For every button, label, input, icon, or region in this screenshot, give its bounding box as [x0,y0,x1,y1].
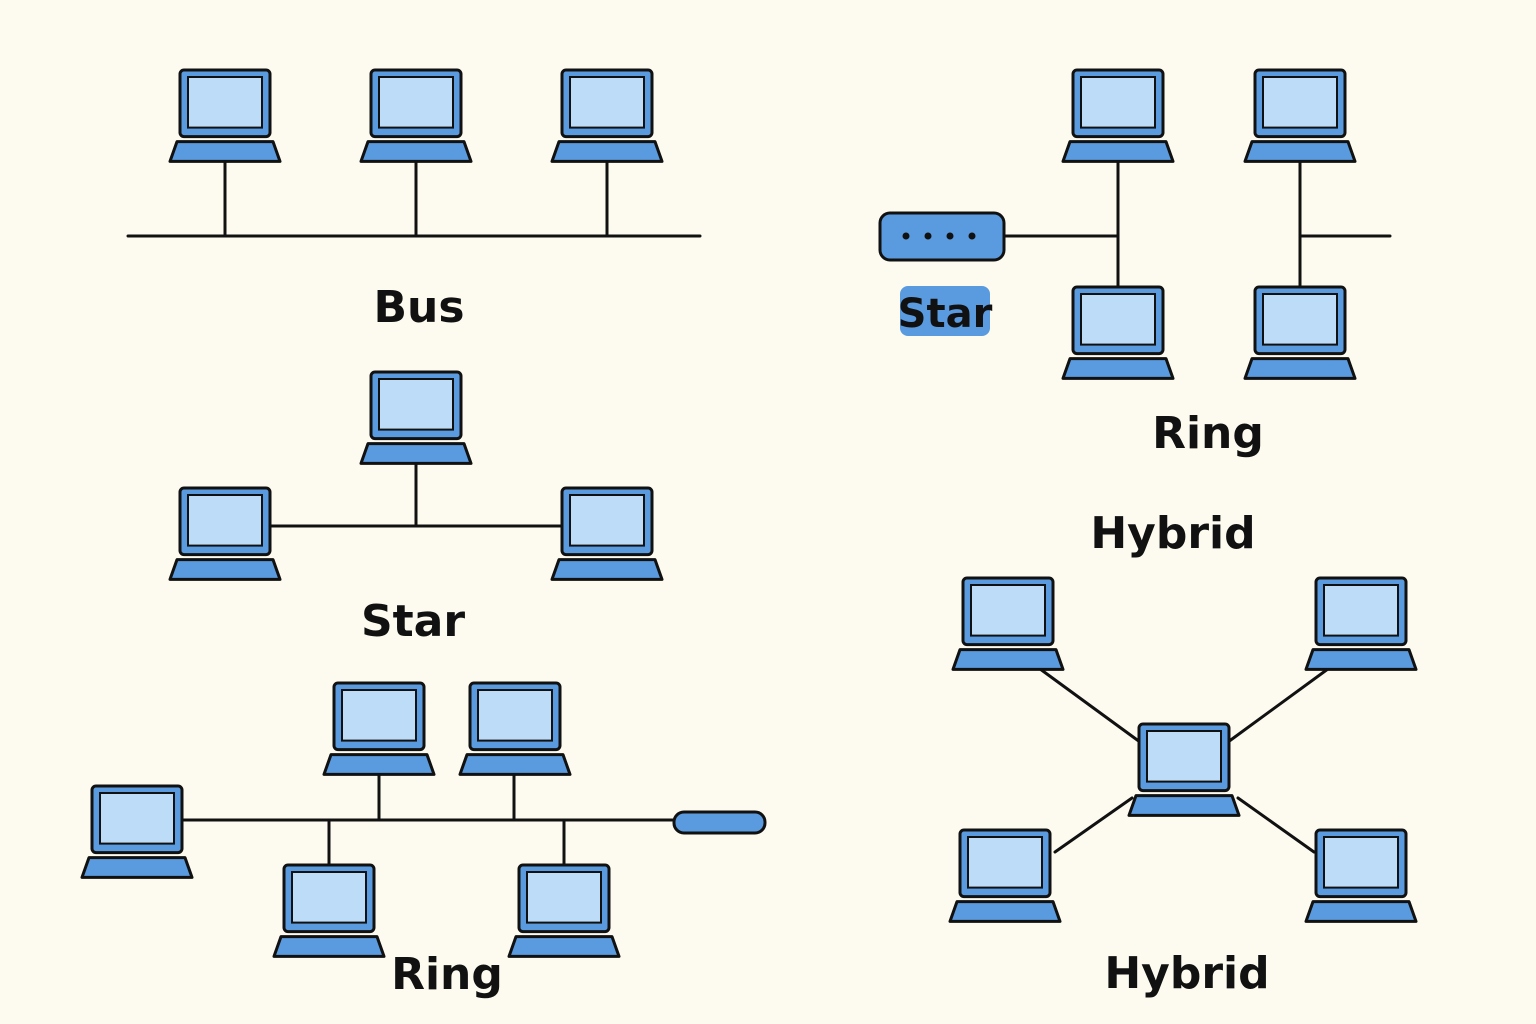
laptop-keyboard-base [1061,357,1175,380]
devices [80,68,1418,958]
laptop-icon [359,68,473,163]
laptop-icon [951,576,1065,671]
hybrid-label-top: Hybrid [1090,508,1255,559]
hybrid-label-bottom: Hybrid [1104,948,1269,999]
laptop-icon [550,486,664,581]
laptop-icon [359,370,473,465]
laptop-keyboard-base [272,935,386,958]
laptop-keyboard-base [168,140,282,163]
connection-lines [126,158,1392,867]
laptop-keyboard-base [1127,794,1241,817]
laptop-screen [1323,836,1399,889]
laptop-keyboard-base [458,753,572,776]
network-cable [1236,796,1316,854]
network-cable [1034,664,1142,744]
hub-port-led [902,232,910,240]
bus-label: Bus [373,282,464,333]
laptop-keyboard-base [948,900,1062,923]
laptop-icon [948,828,1062,923]
laptop-icon [1061,285,1175,380]
laptop-icon [168,486,282,581]
laptop-icon [1061,68,1175,163]
laptop-screen [1080,293,1156,346]
laptop-icon [168,68,282,163]
text-labels: Bus Star Ring Ring Hybrid Hybrid Star [361,282,1270,1000]
network-hub-icon [878,211,1006,262]
hub-port-led [946,232,954,240]
laptop-icon [272,863,386,958]
laptop-icon [1304,828,1418,923]
laptop-icon [322,681,436,776]
laptop-screen [187,76,263,129]
laptop-keyboard-base [1304,900,1418,923]
laptop-keyboard-base [359,442,473,465]
laptop-keyboard-base [951,648,1065,671]
laptop-keyboard-base [359,140,473,163]
star-label: Star [361,596,465,647]
ring-label-top: Ring [1152,408,1264,459]
laptop-screen [967,836,1043,889]
laptop-screen [1262,293,1338,346]
hub-body [878,211,1006,262]
laptop-keyboard-base [1243,140,1357,163]
laptop-screen [187,494,263,547]
laptop-keyboard-base [550,558,664,581]
laptop-screen [1262,76,1338,129]
laptop-screen [1146,730,1222,783]
laptop-screen [1323,584,1399,637]
laptop-keyboard-base [80,856,194,879]
laptop-icon [1304,576,1418,671]
network-cable [1053,796,1134,854]
laptop-screen [1080,76,1156,129]
laptop-icon [80,784,194,879]
laptop-screen [291,871,367,924]
hub-port-led [924,232,932,240]
laptop-keyboard-base [1304,648,1418,671]
laptop-icon [1243,285,1357,380]
laptop-screen [526,871,602,924]
laptop-keyboard-base [550,140,664,163]
laptop-screen [378,378,454,431]
ring-label-bottom: Ring [391,949,503,1000]
laptop-icon [1127,722,1241,817]
laptop-keyboard-base [507,935,621,958]
laptop-screen [477,689,553,742]
laptop-screen [341,689,417,742]
laptop-screen [569,76,645,129]
laptop-screen [99,792,175,845]
hub-port-led [968,232,976,240]
laptop-icon [458,681,572,776]
laptop-keyboard-base [1243,357,1357,380]
laptop-screen [970,584,1046,637]
laptop-icon [1243,68,1357,163]
laptop-screen [378,76,454,129]
network-cable [1226,664,1334,744]
star-badge-label: Star [898,291,993,337]
laptop-icon [550,68,664,163]
laptop-keyboard-base [168,558,282,581]
laptop-icon [507,863,621,958]
laptop-screen [569,494,645,547]
star-badge-background [900,286,990,336]
laptop-keyboard-base [322,753,436,776]
bus-terminator [672,810,767,835]
laptop-keyboard-base [1061,140,1175,163]
